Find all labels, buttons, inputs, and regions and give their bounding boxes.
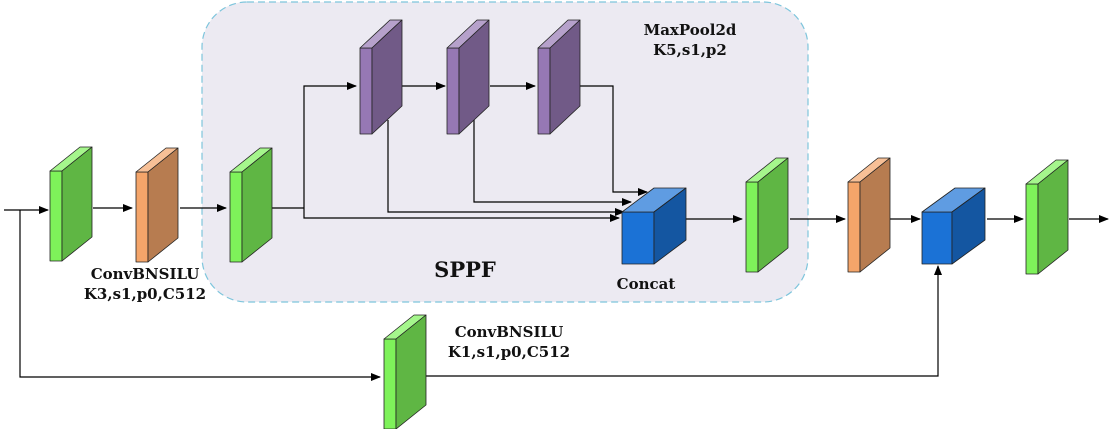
- bn-silu-block-2: [847, 157, 891, 273]
- conv-block-bypass: [383, 314, 427, 429]
- conv-bn-silu-k3-line2: K3,s1,p0,C512: [83, 285, 207, 303]
- maxpool-label: MaxPool2d K5,s1,p2: [620, 20, 760, 60]
- arrow-maxpool3-to-concat: [578, 85, 648, 196]
- concat-block-2: [921, 187, 986, 265]
- bypass-path-in: [19, 210, 381, 381]
- arrow-maxpool2-to-concat: [473, 120, 632, 206]
- arrow-maxpool1-to-concat: [387, 120, 625, 216]
- conv-bn-silu-k3-label: ConvBNSILU K3,s1,p0,C512: [70, 264, 220, 304]
- conv-bn-silu-k1-line2: K1,s1,p0,C512: [447, 343, 571, 361]
- blocks: [49, 19, 1069, 429]
- concat-label: Concat: [616, 275, 676, 293]
- maxpool-label-line1: MaxPool2d: [643, 21, 737, 39]
- conv-bn-silu-k1-label: ConvBNSILU K1,s1,p0,C512: [434, 322, 584, 362]
- bypass-path-out: [426, 265, 942, 377]
- maxpool-label-line2: K5,s1,p2: [653, 41, 727, 59]
- conv-block-4: [1025, 159, 1069, 275]
- conv-block-3: [745, 157, 789, 273]
- arrow-direct-to-concat: [303, 208, 620, 222]
- arrow-to-maxpool1: [303, 82, 357, 208]
- bn-silu-block-1: [135, 147, 179, 263]
- concat-block-1: [621, 187, 687, 265]
- sppf-label: SPPF: [434, 257, 496, 282]
- conv-block-2: [229, 147, 273, 263]
- connectors: [4, 82, 1109, 381]
- conv-bn-silu-k3-line1: ConvBNSILU: [90, 265, 200, 283]
- maxpool-block-3: [537, 19, 581, 135]
- conv-bn-silu-k1-line1: ConvBNSILU: [454, 323, 564, 341]
- maxpool-block-1: [359, 19, 403, 135]
- maxpool-block-2: [446, 19, 490, 135]
- conv-block-1: [49, 146, 93, 262]
